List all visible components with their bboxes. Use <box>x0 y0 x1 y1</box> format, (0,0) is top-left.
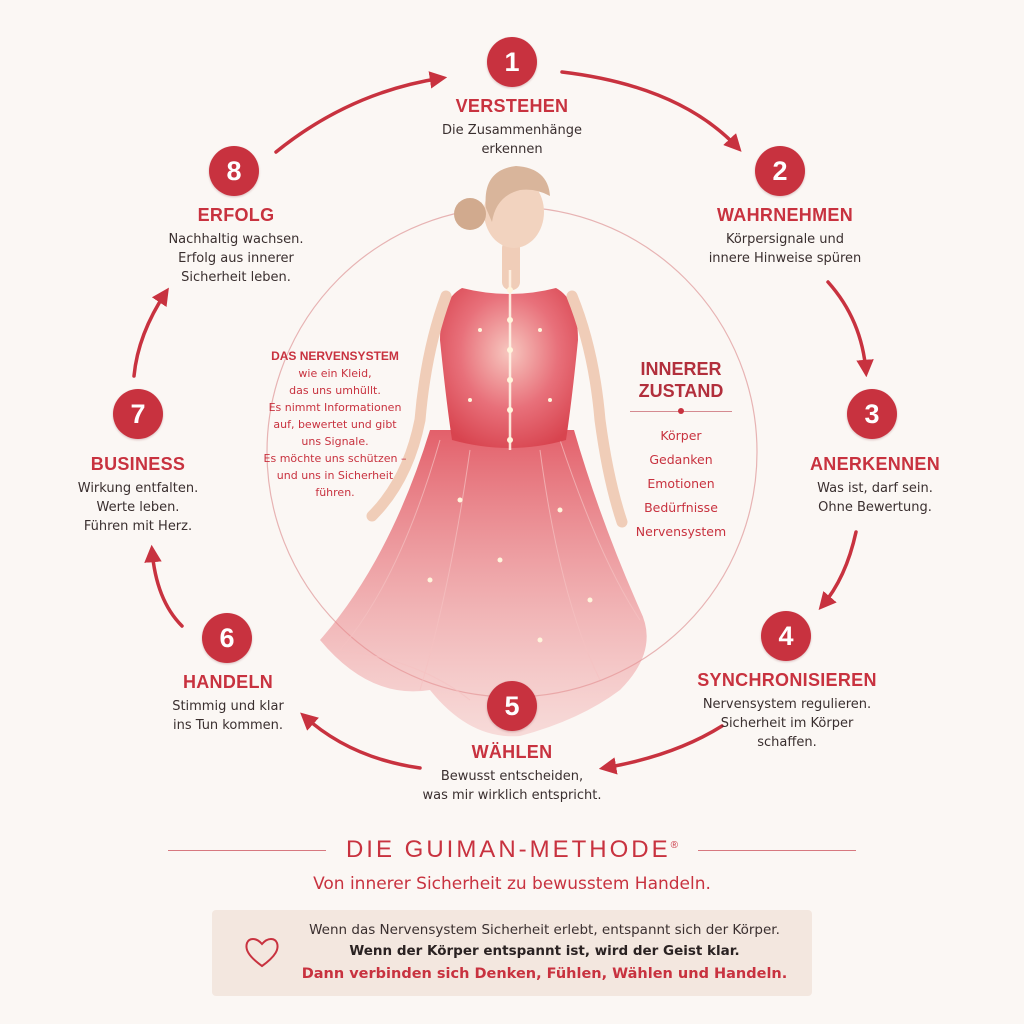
innerer-zustand: INNERER ZUSTAND Körper Gedanken Emotione… <box>622 358 740 544</box>
step-8: ERFOLG Nachhaltig wachsen. Erfolg aus in… <box>116 205 356 287</box>
step-7: BUSINESS Wirkung entfalten. Werte leben.… <box>18 454 258 536</box>
heart-icon <box>245 938 279 968</box>
brand-heading: DIE GUIMAN-METHODE® <box>0 836 1024 864</box>
arrow-2-3 <box>826 280 874 378</box>
step-5-title: WÄHLEN <box>471 742 553 762</box>
registered-mark: ® <box>670 840 679 851</box>
arrow-3-4 <box>818 530 858 610</box>
zustand-item: Bedürfnisse <box>644 500 718 515</box>
innerer-zustand-heading: INNERER ZUSTAND <box>638 359 724 401</box>
step-5-desc: Bewusst entscheiden, was mir wirklich en… <box>422 769 602 803</box>
step-2: WAHRNEHMEN Körpersignale und innere Hinw… <box>665 205 905 268</box>
step-7-number: 7 <box>113 389 163 439</box>
step-6-title: HANDELN <box>182 672 274 692</box>
brand-divider-right <box>698 850 856 851</box>
step-2-title: WAHRNEHMEN <box>717 205 853 225</box>
message-box: Wenn das Nervensystem Sicherheit erlebt,… <box>212 910 812 996</box>
step-8-number: 8 <box>209 146 259 196</box>
step-5: WÄHLEN Bewusst entscheiden, was mir wirk… <box>382 742 642 805</box>
message-line-2: Wenn der Körper entspannt ist, wird der … <box>349 943 740 959</box>
arrow-8-1 <box>274 71 448 154</box>
brand-title: DIE GUIMAN-METHODE® <box>345 836 679 863</box>
woman-figure-illustration <box>320 166 647 737</box>
zustand-item: Nervensystem <box>635 524 727 539</box>
nervensystem-text: wie ein Kleid, das uns umhüllt. Es nimmt… <box>263 367 407 499</box>
step-5-number: 5 <box>487 681 537 731</box>
message-text: Wenn das Nervensystem Sicherheit erlebt,… <box>292 920 797 987</box>
step-3: ANERKENNEN Was ist, darf sein. Ohne Bewe… <box>755 454 995 517</box>
zustand-item: Körper <box>660 428 702 443</box>
step-7-desc: Wirkung entfalten. Werte leben. Führen m… <box>77 481 199 534</box>
message-line-1: Wenn das Nervensystem Sicherheit erlebt,… <box>309 922 780 938</box>
step-3-title: ANERKENNEN <box>809 454 940 474</box>
step-2-desc: Körpersignale und innere Hinweise spüren <box>708 232 862 266</box>
zustand-item: Emotionen <box>647 476 715 491</box>
arrow-1-2 <box>560 70 742 152</box>
step-1: VERSTEHEN Die Zusammenhänge erkennen <box>392 96 632 159</box>
brand-subtitle: Von innerer Sicherheit zu bewusstem Hand… <box>313 874 711 894</box>
innerer-zustand-divider <box>630 404 732 418</box>
step-3-number: 3 <box>847 389 897 439</box>
arrow-4-5 <box>598 724 724 775</box>
step-7-title: BUSINESS <box>90 454 186 474</box>
zustand-item: Gedanken <box>649 452 713 467</box>
step-1-title: VERSTEHEN <box>455 96 569 116</box>
step-6-number: 6 <box>202 613 252 663</box>
step-2-number: 2 <box>755 146 805 196</box>
step-6-desc: Stimmig und klar ins Tun kommen. <box>172 699 284 733</box>
step-1-desc: Die Zusammenhänge erkennen <box>442 123 582 157</box>
step-4: SYNCHRONISIEREN Nervensystem regulieren.… <box>667 670 907 752</box>
nervensystem-note: DAS NERVENSYSTEM wie ein Kleid, das uns … <box>255 348 415 501</box>
arrow-5-6 <box>300 712 422 770</box>
nervensystem-heading: DAS NERVENSYSTEM <box>271 349 399 363</box>
brand-divider-left <box>168 850 326 851</box>
arrow-6-7 <box>144 544 184 628</box>
step-3-desc: Was ist, darf sein. Ohne Bewertung. <box>817 481 933 515</box>
step-4-title: SYNCHRONISIEREN <box>697 670 877 690</box>
step-4-desc: Nervensystem regulieren. Sicherheit im K… <box>702 697 872 750</box>
step-4-number: 4 <box>761 611 811 661</box>
step-8-title: ERFOLG <box>197 205 275 225</box>
message-line-3: Dann verbinden sich Denken, Fühlen, Wähl… <box>301 966 788 982</box>
step-6: HANDELN Stimmig und klar ins Tun kommen. <box>108 672 348 735</box>
arrow-7-8 <box>132 287 169 378</box>
step-8-desc: Nachhaltig wachsen. Erfolg aus innerer S… <box>168 232 304 285</box>
step-1-number: 1 <box>487 37 537 87</box>
